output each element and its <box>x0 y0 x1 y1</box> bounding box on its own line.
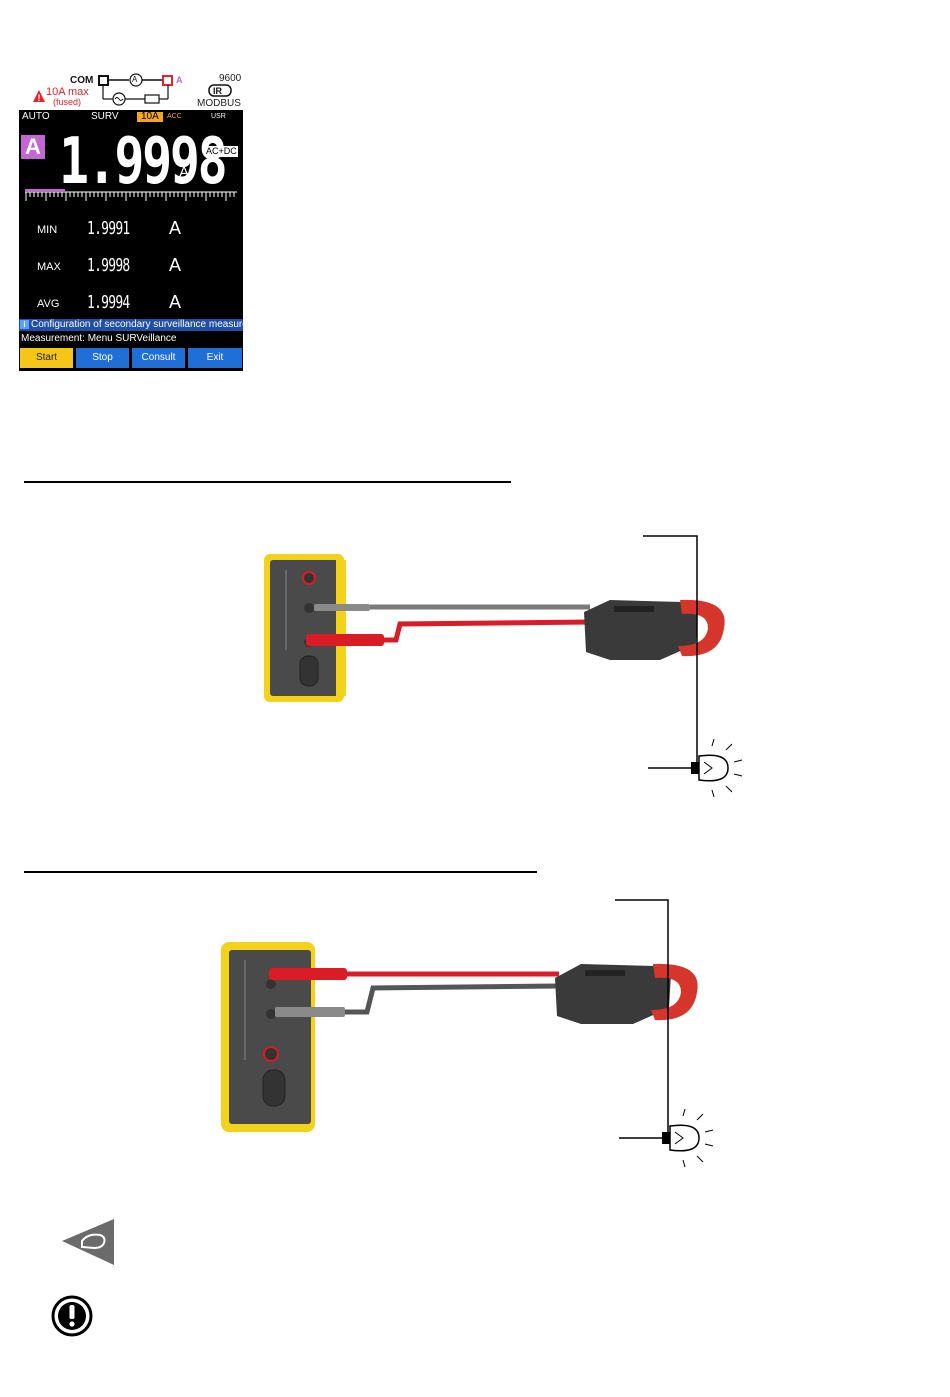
main-reading: 1.9998 <box>59 130 225 194</box>
status-acc: ACC <box>167 112 182 122</box>
stat-label-avg: AVG <box>37 298 59 310</box>
info-message: Configuration of secondary surveillance … <box>31 319 243 330</box>
modbus-label: MODBUS <box>197 99 241 109</box>
light-bulb-icon <box>691 739 742 797</box>
stat-unit-avg: A <box>169 292 181 313</box>
multimeter-side-view <box>264 554 346 702</box>
load-resistor-icon <box>145 95 159 103</box>
input-a-label: A <box>176 75 183 85</box>
exclamation-circle-icon <box>51 1295 93 1337</box>
ammeter-label: A <box>132 75 137 84</box>
red-probe <box>306 634 384 646</box>
section-rule-2 <box>24 871 537 873</box>
section-rule-1 <box>24 481 511 483</box>
grey-lead-2 <box>345 986 559 1012</box>
stat-label-max: MAX <box>37 261 61 273</box>
status-range: 10A <box>137 112 163 122</box>
grey-probe-2 <box>275 1007 345 1017</box>
warning-subtext: (fused) <box>53 98 81 107</box>
light-bulb-icon-2 <box>662 1109 713 1167</box>
note-hand-icon <box>60 1217 116 1267</box>
softkey-start[interactable]: Start <box>20 348 73 368</box>
current-clamp-2 <box>555 964 698 1024</box>
current-clamp <box>584 600 725 660</box>
status-usr: USR <box>211 112 226 122</box>
status-auto: AUTO <box>22 112 50 122</box>
mode-badge: A <box>21 135 45 159</box>
red-probe-2 <box>269 968 347 980</box>
status-surv: SURV <box>91 112 119 122</box>
warning-triangle-icon: ! <box>33 90 45 103</box>
bargraph <box>25 188 239 202</box>
stat-value-min: 1.9991 <box>87 218 130 239</box>
multimeter-screen: ! COM A A 10A max (fused) 9600 IR MOD <box>19 72 243 371</box>
stat-value-max: 1.9998 <box>87 255 130 276</box>
connection-diagram-1 <box>250 520 770 810</box>
ir-label: IR <box>213 86 222 96</box>
softkey-exit[interactable]: Exit <box>188 348 242 368</box>
com-label: COM <box>70 75 93 86</box>
stat-unit-min: A <box>169 218 181 239</box>
main-unit: A <box>179 164 189 181</box>
red-lead <box>384 622 590 640</box>
softkey-stop[interactable]: Stop <box>76 348 129 368</box>
softkey-consult[interactable]: Consult <box>132 348 185 368</box>
connection-diagram-2 <box>215 890 735 1180</box>
baud-rate: 9600 <box>219 74 241 84</box>
stat-value-avg: 1.9994 <box>87 292 130 313</box>
info-icon: i <box>20 320 29 329</box>
svg-text:!: ! <box>38 93 41 103</box>
grey-probe <box>314 604 370 611</box>
stat-unit-max: A <box>169 255 181 276</box>
screen-header: ! COM A A 10A max (fused) 9600 IR MOD <box>19 72 243 110</box>
menu-message: Measurement: Menu SURVeillance <box>19 333 243 345</box>
coupling-label: AC+DC <box>205 146 238 157</box>
stat-label-min: MIN <box>37 224 57 236</box>
